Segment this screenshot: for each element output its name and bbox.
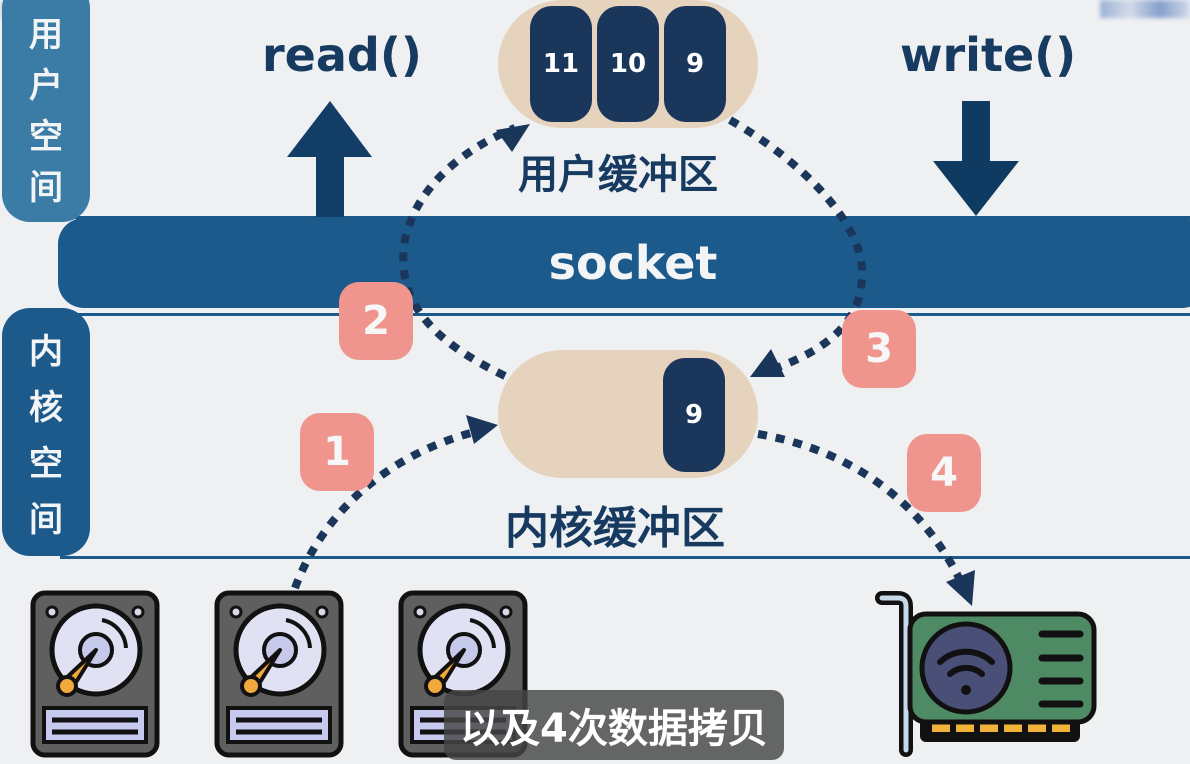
watermark-logo (1100, 0, 1190, 18)
step-1-arrowhead-icon (466, 415, 498, 444)
write-down-arrow-icon (933, 101, 1019, 216)
step-2-arrowhead-icon (496, 124, 530, 152)
socket-label: socket (548, 236, 718, 290)
subtitle-caption: 以及4次数据拷贝 (444, 690, 784, 760)
step-3-arrowhead-icon (750, 349, 785, 377)
kernel-space-zone (60, 313, 1190, 559)
kernel-buffer-title: 内核缓冲区 (505, 503, 725, 554)
network-card-icon (875, 591, 1097, 757)
user-buffer-cell: 9 (664, 6, 726, 122)
kernel-space-char: 核 (29, 387, 63, 428)
read-up-arrow-icon (287, 101, 372, 217)
kernel-space-char: 内 (29, 331, 63, 372)
kernel-space-char: 空 (29, 443, 63, 484)
step-4-arrowhead-icon (946, 570, 975, 606)
step-2-badge: 2 (339, 282, 413, 360)
step-1-path (291, 426, 483, 590)
user-space-char: 空 (29, 117, 63, 157)
socket-bar: socket (58, 218, 1190, 308)
step-4-badge: 4 (907, 434, 981, 512)
user-space-char: 户 (29, 66, 63, 106)
step-3-path (728, 116, 867, 376)
step-2-path (399, 124, 517, 380)
hard-disk-icon (30, 590, 160, 758)
write-call-label: write() (900, 28, 1077, 82)
step-3-badge: 3 (842, 310, 916, 388)
hard-disk-icon (214, 590, 344, 758)
user-space-char: 间 (29, 168, 63, 208)
step-4-path (757, 430, 964, 582)
step-1-badge: 1 (300, 413, 374, 491)
user-space-zone (60, 0, 1190, 219)
user-buffer-cell: 11 (530, 6, 592, 122)
user-space-char: 用 (29, 15, 63, 55)
kernel-buffer-cell: 9 (663, 358, 725, 472)
kernel-space-char: 间 (29, 499, 63, 540)
kernel-space-label: 内 核 空 间 (2, 308, 90, 556)
user-buffer-title: 用户缓冲区 (518, 152, 718, 198)
read-call-label: read() (262, 28, 422, 82)
user-buffer-cell: 10 (597, 6, 659, 122)
user-space-label: 用 户 空 间 (2, 0, 90, 222)
